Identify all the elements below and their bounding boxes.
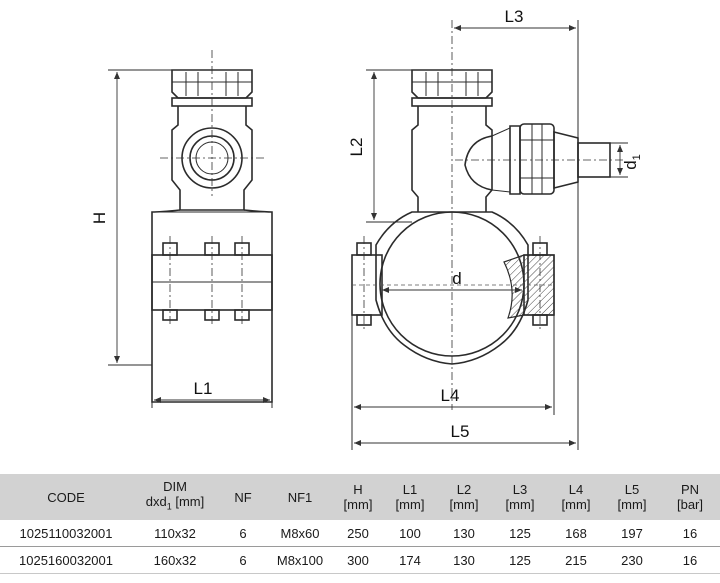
cell-h: 250 (332, 520, 384, 547)
label-l5: L5 (451, 422, 470, 441)
header-code: CODE (0, 474, 132, 520)
cell-pn: 16 (660, 546, 720, 574)
side-tower (171, 106, 253, 211)
technical-drawing: H L1 (90, 7, 643, 450)
cell-l5: 197 (604, 520, 660, 547)
cell-pn: 16 (660, 520, 720, 547)
cell-l3: 125 (492, 546, 548, 574)
front-view: d L2 L3 d1 L4 L5 (347, 7, 643, 450)
table-row: 1025160032001 160x32 6 M8x100 300 174 13… (0, 546, 720, 574)
cell-nf: 6 (218, 546, 268, 574)
side-view: H L1 (90, 50, 273, 408)
header-h: H[mm] (332, 474, 384, 520)
label-d: d (452, 269, 461, 288)
cell-code: 1025160032001 (0, 546, 132, 574)
header-l2: L2[mm] (436, 474, 492, 520)
header-l1: L1[mm] (384, 474, 436, 520)
header-nf: NF (218, 474, 268, 520)
cell-l1: 174 (384, 546, 436, 574)
cell-nf: 6 (218, 520, 268, 547)
cell-l4: 168 (548, 520, 604, 547)
label-h: H (90, 212, 109, 224)
cell-dim: 110x32 (132, 520, 218, 547)
table-row: 1025110032001 110x32 6 M8x60 250 100 130… (0, 520, 720, 547)
cell-l2: 130 (436, 520, 492, 547)
front-clamp-body (375, 211, 529, 365)
front-nut (519, 123, 555, 195)
label-d1: d1 (621, 154, 643, 170)
cell-nf1: M8x60 (268, 520, 332, 547)
label-l1: L1 (194, 379, 213, 398)
cell-l4: 215 (548, 546, 604, 574)
header-l3: L3[mm] (492, 474, 548, 520)
header-l4: L4[mm] (548, 474, 604, 520)
cell-l1: 100 (384, 520, 436, 547)
label-l4: L4 (441, 386, 460, 405)
label-l3: L3 (505, 7, 524, 26)
header-l5: L5[mm] (604, 474, 660, 520)
cell-dim: 160x32 (132, 546, 218, 574)
front-branch (464, 135, 493, 191)
cell-l5: 230 (604, 546, 660, 574)
side-bolts (162, 236, 250, 326)
cell-l3: 125 (492, 520, 548, 547)
cell-l2: 130 (436, 546, 492, 574)
header-pn: PN[bar] (660, 474, 720, 520)
cell-nf1: M8x100 (268, 546, 332, 574)
cell-h: 300 (332, 546, 384, 574)
header-nf1: NF1 (268, 474, 332, 520)
label-l2: L2 (347, 138, 366, 157)
cell-code: 1025110032001 (0, 520, 132, 547)
